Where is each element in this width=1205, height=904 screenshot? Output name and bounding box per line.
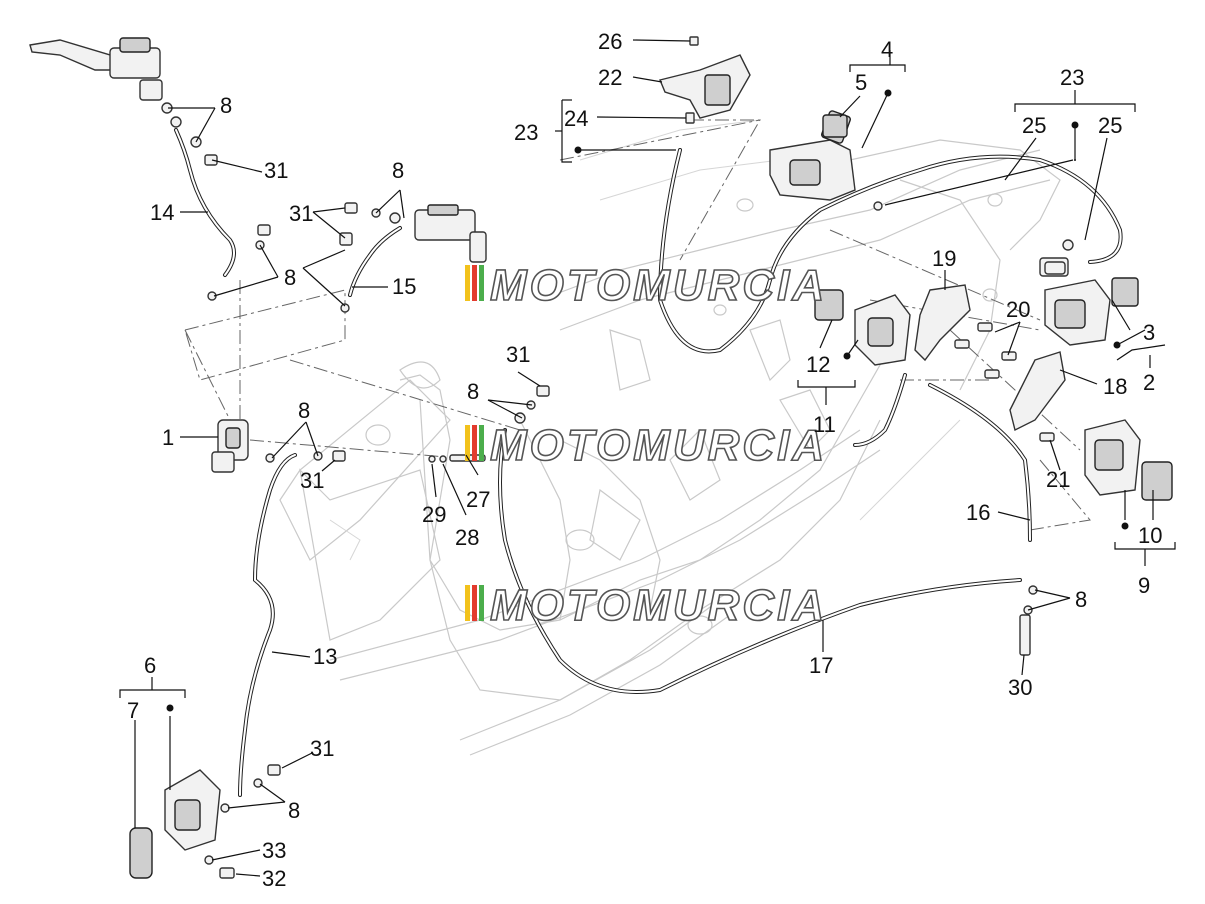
caliper-2 bbox=[1039, 257, 1139, 346]
watermark-stripe-red bbox=[472, 585, 477, 621]
parking-brake-lever bbox=[659, 54, 751, 119]
callout-30: 30 bbox=[1008, 675, 1032, 700]
fittings bbox=[161, 36, 1074, 879]
watermarks: MOTOMURCIA MOTOMURCIA MOTOMURCIA bbox=[465, 260, 827, 631]
callout-31: 31 bbox=[310, 736, 334, 761]
callout-1: 1 bbox=[162, 425, 174, 450]
callout-3: 3 bbox=[1143, 320, 1155, 345]
callout-31: 31 bbox=[506, 342, 530, 367]
callout-25: 25 bbox=[1022, 113, 1046, 138]
callout-5: 5 bbox=[855, 70, 867, 95]
callout-27: 27 bbox=[466, 487, 490, 512]
watermark-stripe-yellow bbox=[465, 585, 470, 621]
watermark-stripe-yellow bbox=[465, 425, 470, 461]
callout-18: 18 bbox=[1103, 374, 1127, 399]
callout-23: 23 bbox=[514, 120, 538, 145]
callout-24: 24 bbox=[564, 106, 588, 131]
bracket-18 bbox=[1009, 351, 1066, 432]
callout-29: 29 bbox=[422, 502, 446, 527]
watermark-top: MOTOMURCIA bbox=[465, 260, 827, 311]
callout-32: 32 bbox=[262, 866, 286, 891]
callout-10: 10 bbox=[1138, 523, 1162, 548]
watermark-stripe-green bbox=[479, 425, 484, 461]
callout-16: 16 bbox=[966, 500, 990, 525]
callout-31: 31 bbox=[289, 201, 313, 226]
pad-5 bbox=[822, 114, 848, 138]
callout-14: 14 bbox=[150, 200, 174, 225]
callout-11: 11 bbox=[813, 412, 836, 437]
scooter-frame bbox=[279, 119, 1061, 756]
callout-2: 2 bbox=[1143, 370, 1155, 395]
callout-25: 25 bbox=[1098, 113, 1122, 138]
watermark-stripe-red bbox=[472, 425, 477, 461]
callout-8: 8 bbox=[392, 158, 404, 183]
callout-8: 8 bbox=[298, 398, 310, 423]
watermark-text: MOTOMURCIA bbox=[490, 261, 827, 310]
callout-8: 8 bbox=[467, 379, 479, 404]
callout-7: 7 bbox=[127, 698, 139, 723]
callout-20: 20 bbox=[1006, 297, 1030, 322]
watermark-stripe-green bbox=[479, 585, 484, 621]
watermark-middle: MOTOMURCIA bbox=[465, 420, 827, 471]
watermark-text: MOTOMURCIA bbox=[490, 421, 827, 470]
callout-6: 6 bbox=[144, 653, 156, 678]
callout-12: 12 bbox=[806, 352, 830, 377]
callout-9: 9 bbox=[1138, 573, 1150, 598]
front-caliper bbox=[129, 769, 221, 879]
callout-19: 19 bbox=[932, 246, 956, 271]
caliper-9 bbox=[1084, 419, 1173, 501]
watermark-stripe-red bbox=[472, 265, 477, 301]
callout-labels: 1 2 3 4 5 6 7 8 8 8 8 8 8 8 9 10 11 12 1… bbox=[127, 29, 1162, 891]
leader-lines bbox=[119, 39, 1176, 877]
callout-8: 8 bbox=[288, 798, 300, 823]
watermark-stripe-green bbox=[479, 265, 484, 301]
bracket-dots bbox=[166, 89, 1129, 712]
callout-31: 31 bbox=[264, 158, 288, 183]
watermark-stripe-yellow bbox=[465, 265, 470, 301]
callout-8: 8 bbox=[1075, 587, 1087, 612]
parts bbox=[29, 36, 1173, 879]
callout-26: 26 bbox=[598, 29, 622, 54]
callout-15: 15 bbox=[392, 274, 416, 299]
callout-13: 13 bbox=[313, 644, 337, 669]
caliper-12 bbox=[814, 289, 911, 366]
callout-33: 33 bbox=[262, 838, 286, 863]
callout-17: 17 bbox=[809, 653, 833, 678]
callout-22: 22 bbox=[598, 65, 622, 90]
callout-8: 8 bbox=[220, 93, 232, 118]
callout-28: 28 bbox=[455, 525, 479, 550]
watermark-bottom: MOTOMURCIA bbox=[465, 580, 827, 631]
rear-master-cylinder bbox=[414, 204, 487, 263]
brake-lever-master-cylinder bbox=[29, 37, 163, 101]
callout-21: 21 bbox=[1046, 467, 1070, 492]
callout-31: 31 bbox=[300, 468, 324, 493]
watermark-text: MOTOMURCIA bbox=[490, 581, 827, 630]
callout-23: 23 bbox=[1060, 65, 1084, 90]
bracket-19 bbox=[914, 284, 971, 362]
callout-4: 4 bbox=[881, 37, 893, 62]
callout-8: 8 bbox=[284, 265, 296, 290]
hoses-and-cables bbox=[174, 128, 1123, 797]
brake-distributor bbox=[211, 419, 249, 473]
